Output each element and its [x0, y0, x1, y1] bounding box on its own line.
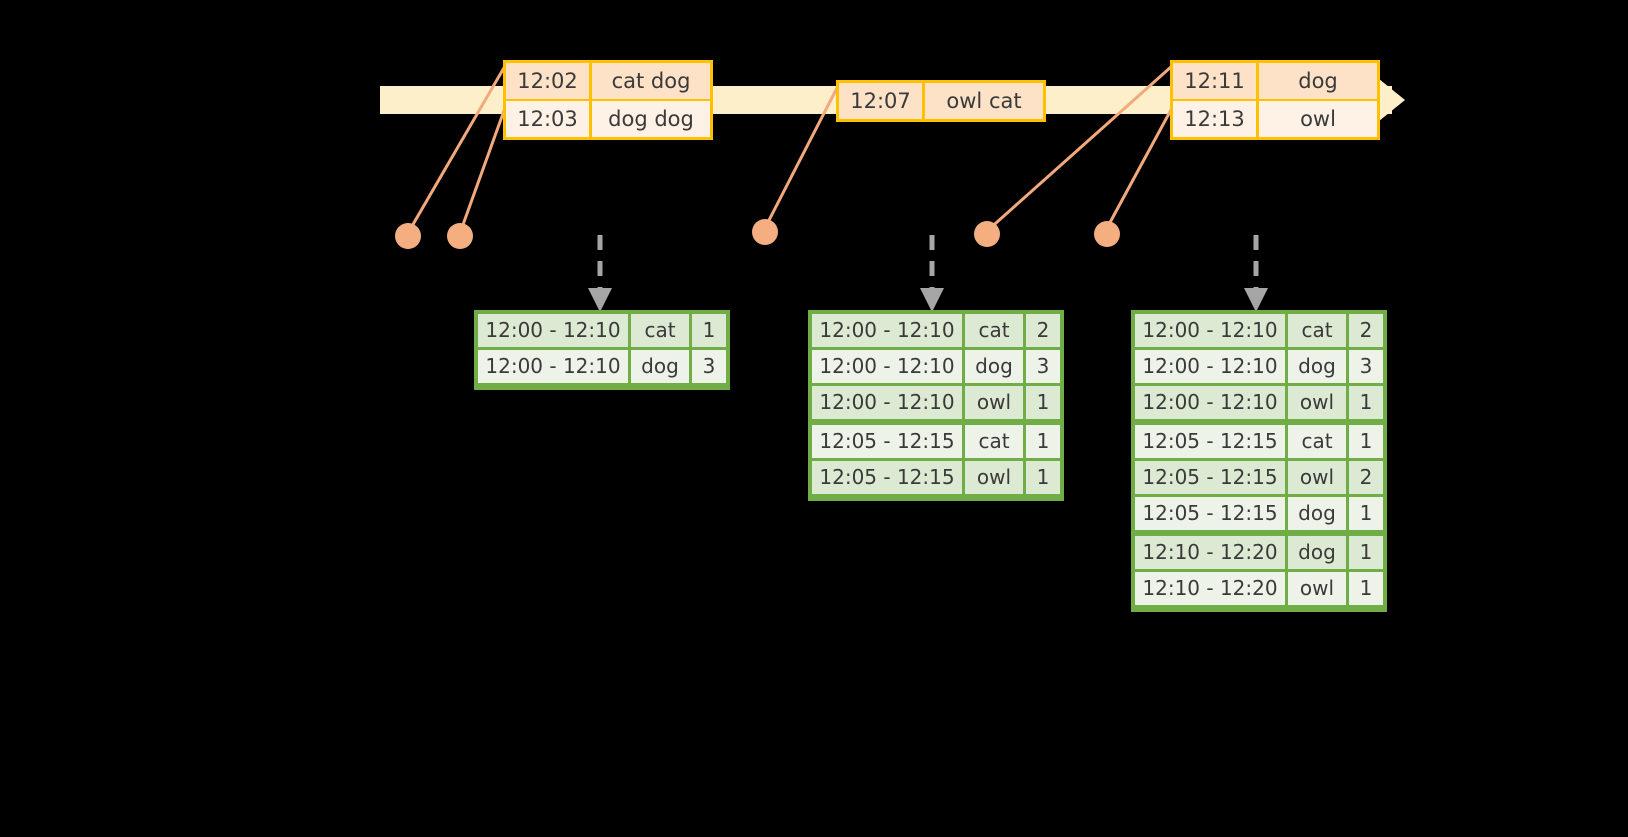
table-group-separator	[1135, 422, 1383, 425]
count-cell: 2	[1026, 314, 1060, 347]
window-cell: 12:05 - 12:15	[812, 425, 962, 458]
event-words: owl cat	[925, 83, 1043, 119]
event-dot-1203	[447, 223, 473, 249]
word-cell: owl	[965, 386, 1023, 419]
word-cell: dog	[1288, 350, 1346, 383]
connector-1207	[763, 85, 840, 229]
event-dot-1207	[752, 219, 778, 245]
count-cell: 1	[1349, 572, 1383, 605]
connector-1203	[458, 107, 507, 234]
window-cell: 12:00 - 12:10	[1135, 314, 1285, 347]
trigger-arrows	[597, 235, 1259, 288]
count-cell: 1	[1026, 386, 1060, 419]
event-row[interactable]: 12:11 dog	[1173, 63, 1377, 99]
window-cell: 12:00 - 12:10	[812, 314, 962, 347]
count-cell: 1	[1349, 425, 1383, 458]
word-cell: owl	[1288, 572, 1346, 605]
event-words: dog	[1259, 63, 1377, 99]
window-cell: 12:00 - 12:10	[478, 314, 628, 347]
word-cell: dog	[1288, 536, 1346, 569]
event-row[interactable]: 12:03 dog dog	[506, 99, 710, 137]
count-cell: 2	[1349, 461, 1383, 494]
word-cell: owl	[965, 461, 1023, 494]
event-dots	[395, 219, 1120, 249]
window-cell: 12:10 - 12:20	[1135, 572, 1285, 605]
window-cell: 12:05 - 12:15	[1135, 425, 1285, 458]
count-cell: 3	[1026, 350, 1060, 383]
window-cell: 12:00 - 12:10	[812, 386, 962, 419]
event-time: 12:13	[1173, 101, 1259, 137]
word-cell: cat	[1288, 314, 1346, 347]
event-row[interactable]: 12:02 cat dog	[506, 63, 710, 99]
count-cell: 2	[1349, 314, 1383, 347]
event-time: 12:03	[506, 101, 592, 137]
word-cell: dog	[1288, 497, 1346, 530]
event-dot-1211	[974, 221, 1000, 247]
window-cell: 12:05 - 12:15	[1135, 497, 1285, 530]
count-cell: 3	[692, 350, 726, 383]
event-time: 12:02	[506, 63, 592, 99]
event-group-3[interactable]: 12:11 dog 12:13 owl	[1170, 60, 1380, 140]
count-cell: 1	[1349, 386, 1383, 419]
window-cell: 12:00 - 12:10	[478, 350, 628, 383]
window-cell: 12:05 - 12:15	[1135, 461, 1285, 494]
event-time: 12:07	[839, 83, 925, 119]
word-cell: dog	[965, 350, 1023, 383]
event-dot-1202	[395, 223, 421, 249]
word-cell: cat	[965, 314, 1023, 347]
window-cell: 12:00 - 12:10	[1135, 350, 1285, 383]
window-cell: 12:05 - 12:15	[812, 461, 962, 494]
count-cell: 1	[692, 314, 726, 347]
event-words: owl	[1259, 101, 1377, 137]
count-cell: 3	[1349, 350, 1383, 383]
event-group-1[interactable]: 12:02 cat dog 12:03 dog dog	[503, 60, 713, 140]
event-group-2[interactable]: 12:07 owl cat	[836, 80, 1046, 122]
count-cell: 1	[1026, 461, 1060, 494]
word-cell: owl	[1288, 386, 1346, 419]
event-words: dog dog	[592, 101, 710, 137]
word-cell: cat	[1288, 425, 1346, 458]
word-cell: cat	[631, 314, 689, 347]
table-group-separator	[1135, 533, 1383, 536]
count-cell: 1	[1349, 497, 1383, 530]
window-cell: 12:00 - 12:10	[1135, 386, 1285, 419]
word-cell: dog	[631, 350, 689, 383]
event-row[interactable]: 12:07 owl cat	[839, 83, 1043, 119]
connector-1213	[1105, 107, 1174, 229]
trigger-arrow-heads	[588, 288, 1268, 312]
event-dot-1213	[1094, 221, 1120, 247]
word-cell: owl	[1288, 461, 1346, 494]
count-cell: 1	[1349, 536, 1383, 569]
window-cell: 12:00 - 12:10	[812, 350, 962, 383]
word-cell: cat	[965, 425, 1023, 458]
event-words: cat dog	[592, 63, 710, 99]
table-group-separator	[812, 422, 1060, 425]
event-row[interactable]: 12:13 owl	[1173, 99, 1377, 137]
connector-1202	[406, 65, 507, 234]
window-cell: 12:10 - 12:20	[1135, 536, 1285, 569]
event-time: 12:11	[1173, 63, 1259, 99]
count-cell: 1	[1026, 425, 1060, 458]
